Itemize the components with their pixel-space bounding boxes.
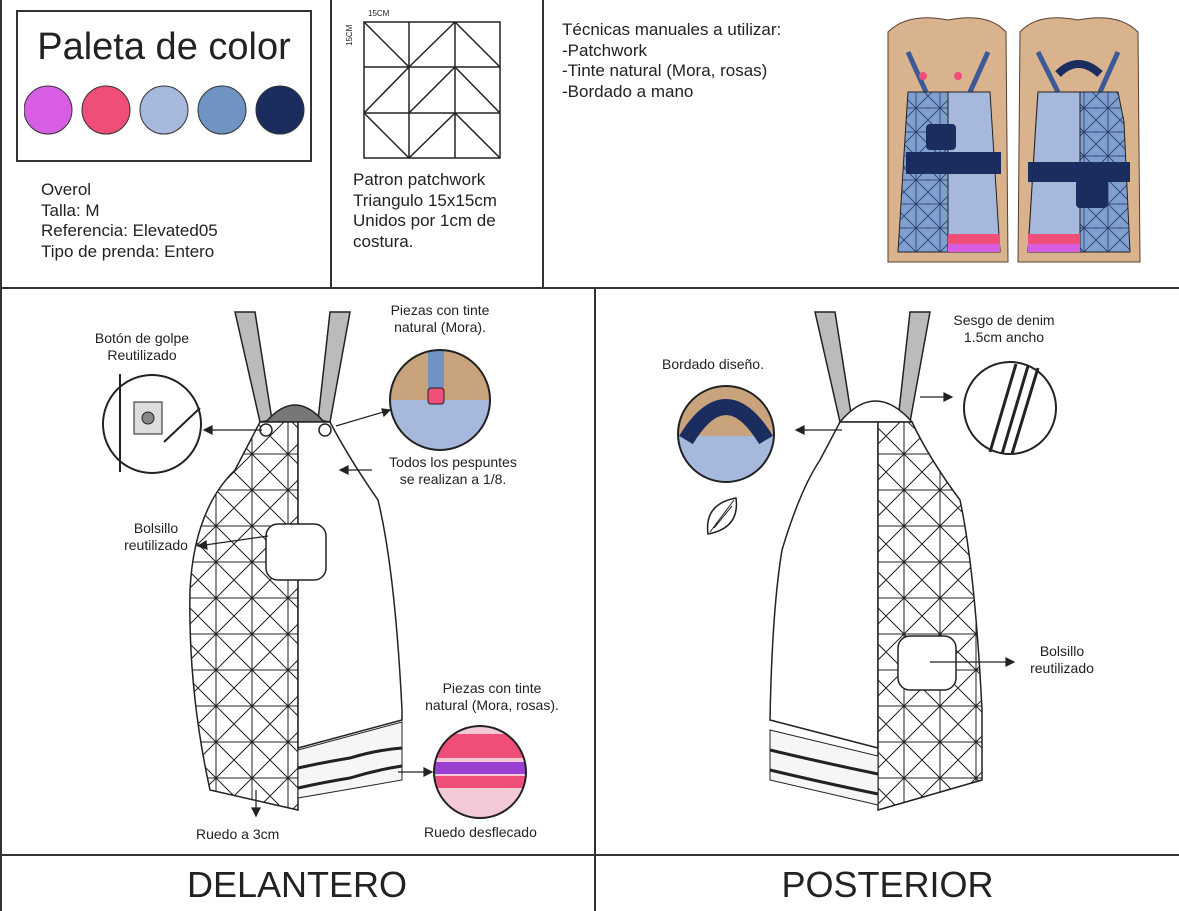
technique-item: -Tinte natural (Mora, rosas) xyxy=(562,61,768,81)
pattern-line-2: Triangulo 15x15cm xyxy=(353,190,497,210)
technique-item: -Bordado a mano xyxy=(562,82,694,102)
swatch-light-blue xyxy=(139,85,189,135)
frame-left xyxy=(0,0,2,911)
palette-swatches xyxy=(23,84,314,145)
back-right-strap xyxy=(897,311,931,423)
divider-top-2 xyxy=(542,0,544,287)
pattern-dim-top: 15CM xyxy=(368,9,390,18)
note-dye-mora: Piezas con tinte natural (Mora). xyxy=(380,302,500,336)
note-back-pocket: Bolsillo reutilizado xyxy=(1012,643,1112,677)
note-button: Botón de golpe Reutilizado xyxy=(82,330,202,364)
body-right-panel xyxy=(297,421,403,749)
bias-detail-circle xyxy=(963,361,1057,455)
swatch-violet xyxy=(23,85,73,135)
fringe-hem xyxy=(297,721,403,799)
note-dye-mora-rosas: Piezas con tinte natural (Mora, rosas). xyxy=(402,680,582,714)
note-stitching: Todos los pespuntes se realizan a 1/8. xyxy=(368,454,538,488)
palette-swatch-group xyxy=(23,85,305,135)
note-button-line-1: Botón de golpe xyxy=(94,330,190,346)
embroidery-detail-circle xyxy=(677,385,775,483)
patchwork-pattern-diagram xyxy=(363,21,501,159)
garment-size: Talla: M xyxy=(41,200,100,220)
back-yoke xyxy=(838,400,914,423)
technique-item: -Patchwork xyxy=(562,40,648,60)
back-pocket xyxy=(897,635,957,691)
frayed-hem-detail-circle xyxy=(433,725,527,819)
swatch-denim-blue xyxy=(197,85,247,135)
leaf-icon xyxy=(706,497,738,535)
back-figure xyxy=(1017,17,1141,263)
note-bias: Sesgo de denim 1.5cm ancho xyxy=(944,312,1064,346)
back-right-panel xyxy=(877,421,983,811)
pattern-dim-side: 15CM xyxy=(345,24,354,46)
pattern-line-4: costura. xyxy=(353,232,414,252)
note-front-pocket-line-1: Bolsillo xyxy=(133,520,179,536)
note-stitching-line-1: Todos los pespuntes xyxy=(389,454,517,470)
note-hem: Ruedo a 3cm xyxy=(196,826,280,842)
bib-top xyxy=(264,404,326,423)
divider-bottom-horizontal xyxy=(0,854,1179,856)
garment-type: Overol xyxy=(41,180,92,199)
front-technical-sketch xyxy=(189,311,403,811)
garment-info: Overol Talla: M Referencia: Elevated05 T… xyxy=(41,180,218,263)
note-front-pocket: Bolsillo reutilizado xyxy=(106,520,206,554)
note-bias-line-1: Sesgo de denim xyxy=(953,312,1055,328)
back-left-panel xyxy=(769,421,879,749)
note-front-pocket-line-2: reutilizado xyxy=(124,537,188,554)
label-back: POSTERIOR xyxy=(781,864,994,905)
garment-reference: Referencia: Elevated05 xyxy=(41,221,218,241)
body-left-panel xyxy=(189,421,299,811)
back-fringe-hem xyxy=(769,729,879,806)
swatch-pink xyxy=(81,85,131,135)
back-left-strap xyxy=(814,311,853,423)
front-pocket xyxy=(265,523,327,581)
note-button-line-2: Reutilizado xyxy=(107,347,177,364)
colored-illustration xyxy=(887,17,1141,263)
pattern-line-3: Unidos por 1cm de xyxy=(353,211,496,231)
note-bias-line-2: 1.5cm ancho xyxy=(963,329,1045,346)
note-back-pocket-line-1: Bolsillo xyxy=(1039,643,1085,659)
back-technical-sketch xyxy=(769,311,983,811)
palette-title: Paleta de color xyxy=(37,26,291,68)
divider-top-1 xyxy=(330,0,332,287)
dye-detail-circle xyxy=(389,349,491,451)
note-dye-line-1: Piezas con tinte xyxy=(390,302,490,318)
front-figure xyxy=(887,17,1009,263)
left-strap xyxy=(234,311,273,423)
pattern-description: Patron patchwork Triangulo 15x15cm Unido… xyxy=(353,170,497,253)
note-stitching-line-2: se realizan a 1/8. xyxy=(399,471,507,488)
divider-middle xyxy=(594,288,596,911)
label-front: DELANTERO xyxy=(186,864,408,905)
pattern-line-1: Patron patchwork xyxy=(353,170,486,189)
note-dye2-line-2: natural (Mora, rosas). xyxy=(425,697,559,714)
garment-category: Tipo de prenda: Entero xyxy=(41,242,215,262)
techniques-list: Técnicas manuales a utilizar: -Patchwork… xyxy=(562,20,781,103)
button-detail-circle xyxy=(102,374,202,474)
note-dye-line-2: natural (Mora). xyxy=(394,319,486,336)
note-dye2-line-1: Piezas con tinte xyxy=(442,680,542,696)
note-frayed-hem: Ruedo desflecado xyxy=(424,824,537,840)
note-back-pocket-line-2: reutilizado xyxy=(1030,660,1094,677)
techniques-title: Técnicas manuales a utilizar: xyxy=(562,20,782,39)
note-embroidery: Bordado diseño. xyxy=(662,356,764,372)
divider-top-horizontal xyxy=(0,287,1179,289)
swatch-navy xyxy=(255,85,305,135)
right-strap xyxy=(317,311,351,423)
palette-box: Paleta de color xyxy=(16,10,312,162)
